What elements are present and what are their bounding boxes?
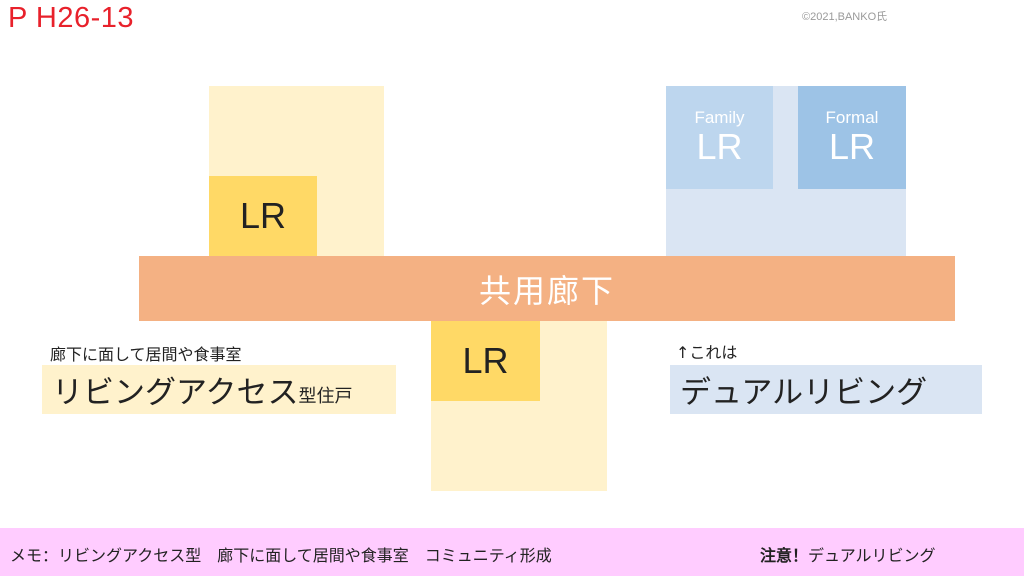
page-title: P H26-13: [8, 2, 134, 34]
left-note: 廊下に面して居間や食事室: [50, 345, 242, 364]
living-access-label: リビングアクセス: [52, 375, 299, 411]
family-living-room: Family LR: [666, 86, 773, 189]
living-access-label-box: リビングアクセス型住戸: [42, 365, 396, 414]
dual-living-label-box: デュアルリビング: [670, 365, 982, 414]
left-unit-lr-label: LR: [239, 195, 287, 236]
formal-room-caption: Formal: [825, 107, 879, 127]
family-room-lr-label: LR: [696, 125, 743, 167]
memo-bar: [0, 528, 1024, 576]
corridor-label: 共用廊下: [478, 271, 615, 310]
living-access-label-suffix: 型住戸: [298, 385, 353, 407]
shared-corridor: 共用廊下: [139, 256, 955, 321]
center-unit-living-room: LR: [431, 321, 540, 401]
memo-text: メモ：リビングアクセス型 廊下に面して居間や食事室 コミュニティ形成: [10, 546, 552, 565]
copyright-text: ©2021,BANKO氏: [802, 11, 888, 23]
dual-living-label: デュアルリビング: [680, 375, 928, 411]
left-unit-living-room: LR: [209, 176, 317, 256]
memo-warning-prefix: 注意！: [760, 546, 809, 565]
right-note: ↑これは: [676, 343, 738, 362]
formal-living-room: Formal LR: [798, 86, 906, 189]
memo-warning-text: デュアルリビング: [808, 546, 936, 565]
family-room-caption: Family: [694, 107, 745, 127]
memo-warning: 注意！デュアルリビング: [760, 542, 936, 566]
center-unit-lr-label: LR: [462, 340, 509, 381]
formal-room-lr-label: LR: [828, 125, 876, 167]
